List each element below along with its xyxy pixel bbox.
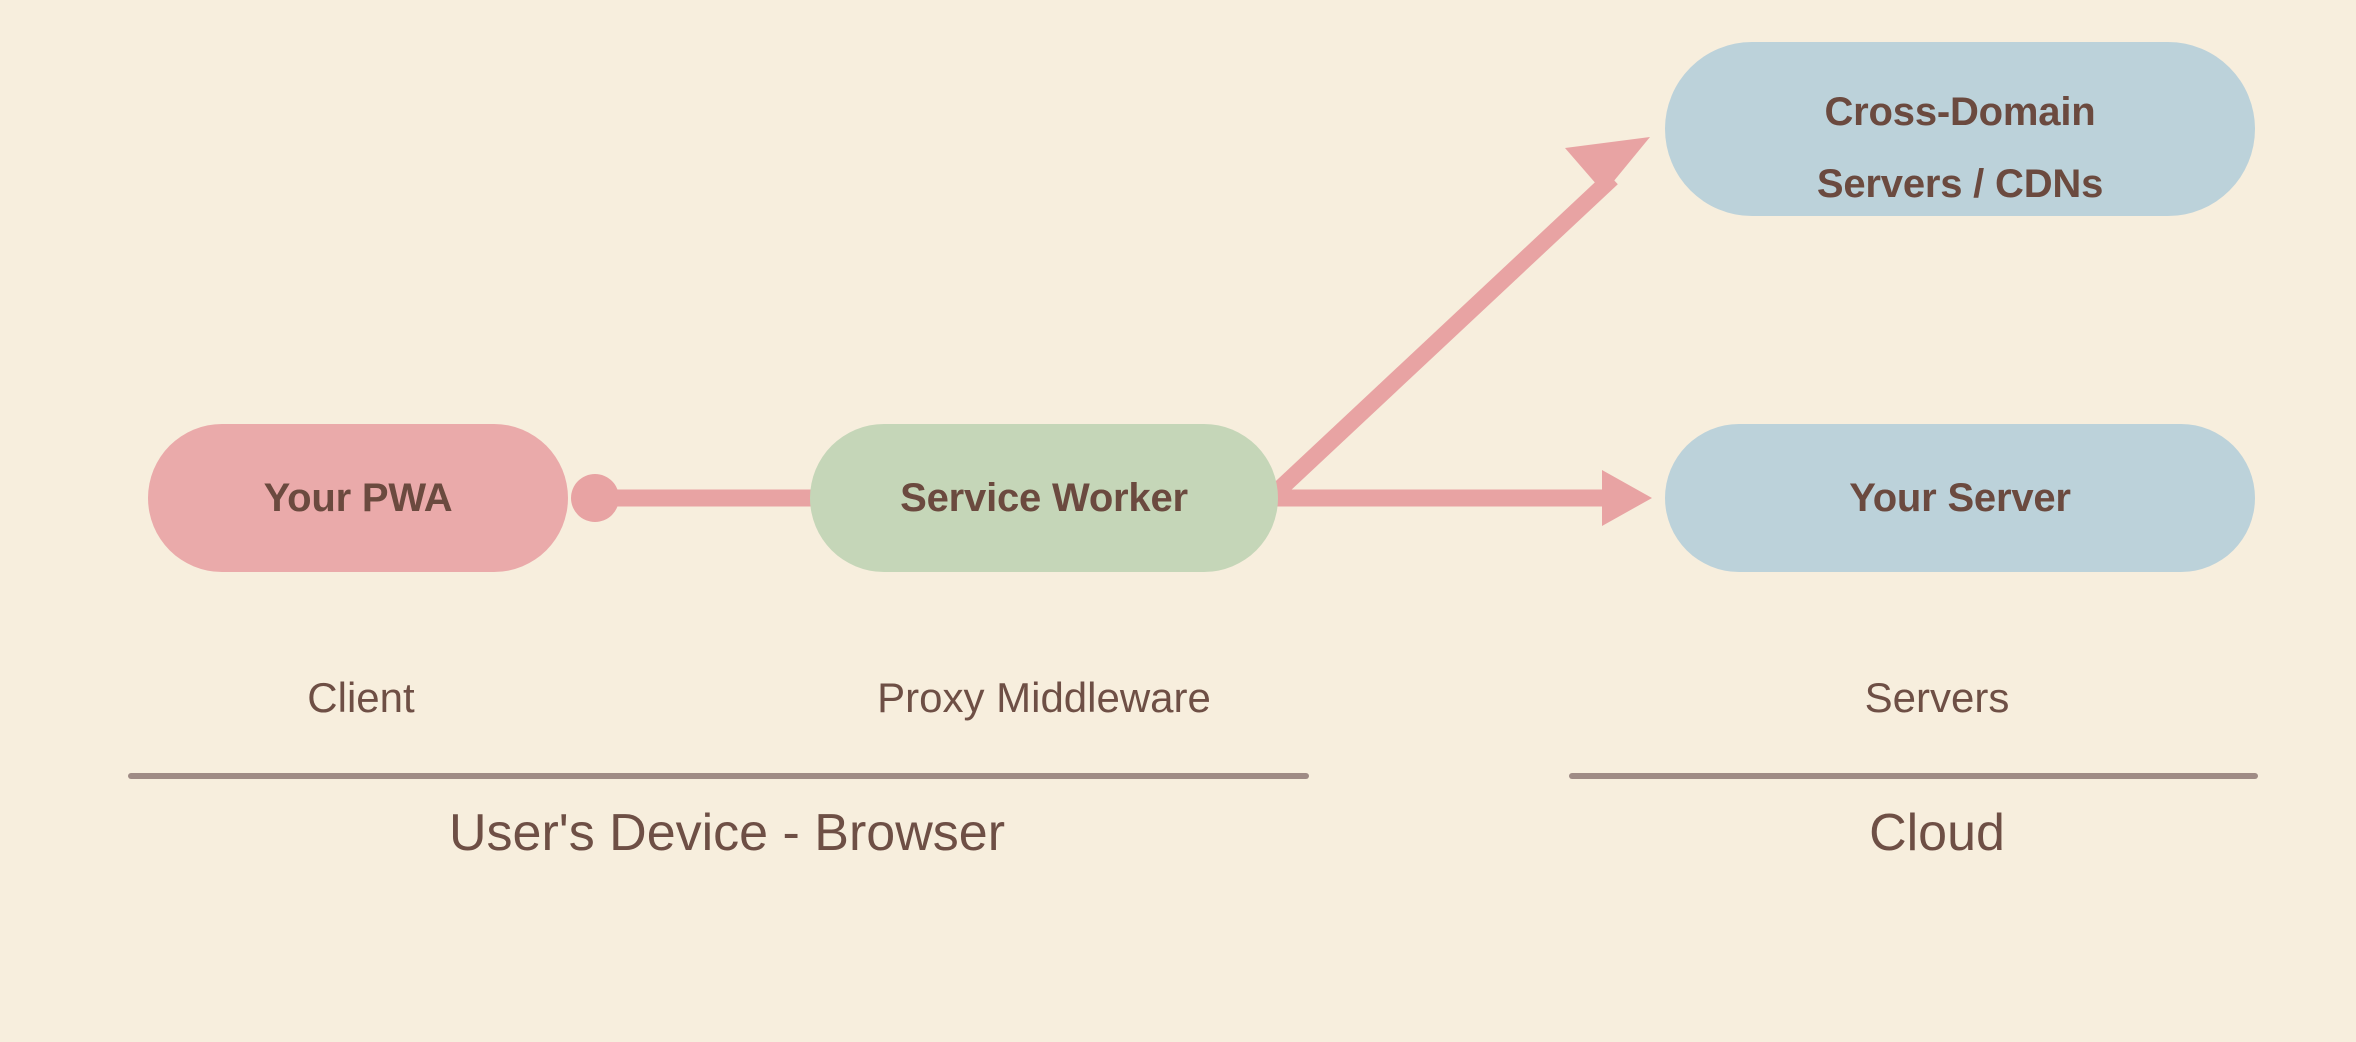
node-service-worker-shape[interactable] [810, 424, 1278, 572]
node-your-pwa-label: Your PWA [264, 476, 453, 520]
connector-dot-icon [571, 474, 619, 522]
edge-service-worker-to-cross-domain [1262, 137, 1650, 507]
zone-label-proxy-middleware: Proxy Middleware [877, 674, 1211, 721]
edge-pwa-to-service-worker [571, 474, 830, 522]
node-your-server[interactable]: Your Server [1665, 424, 2255, 572]
arrowhead-icon-crossdomain [1565, 137, 1650, 193]
node-your-pwa[interactable]: Your PWA [148, 424, 568, 572]
edge-line-sw-crossdomain [1262, 171, 1618, 507]
node-cross-domain-servers-shape[interactable] [1665, 42, 2255, 216]
zone-label-client: Client [307, 674, 415, 721]
region-label-browser: User's Device - Browser [449, 804, 1005, 862]
edge-service-worker-to-your-server [1268, 470, 1652, 526]
arrowhead-icon-yourserver [1602, 470, 1652, 526]
zone-label-servers: Servers [1865, 674, 2010, 721]
node-your-server-shape[interactable] [1665, 424, 2255, 572]
zone-label-layer: Client Proxy Middleware Servers [307, 674, 2009, 721]
edge-layer [571, 137, 1652, 526]
node-cross-domain-servers[interactable]: Cross-Domain Servers / CDNs [1665, 42, 2255, 216]
node-your-server-label: Your Server [1849, 476, 2071, 520]
node-your-pwa-shape[interactable] [148, 424, 568, 572]
node-cross-domain-servers-label-line1: Cross-Domain [1825, 90, 2096, 134]
node-service-worker-label: Service Worker [900, 476, 1188, 520]
region-label-cloud: Cloud [1869, 804, 2005, 862]
node-cross-domain-servers-label-line2: Servers / CDNs [1817, 162, 2103, 206]
node-service-worker[interactable]: Service Worker [810, 424, 1278, 572]
node-layer: Your PWA Service Worker Cross-Domain Ser… [148, 42, 2255, 572]
region-label-layer: User's Device - Browser Cloud [449, 804, 2005, 862]
